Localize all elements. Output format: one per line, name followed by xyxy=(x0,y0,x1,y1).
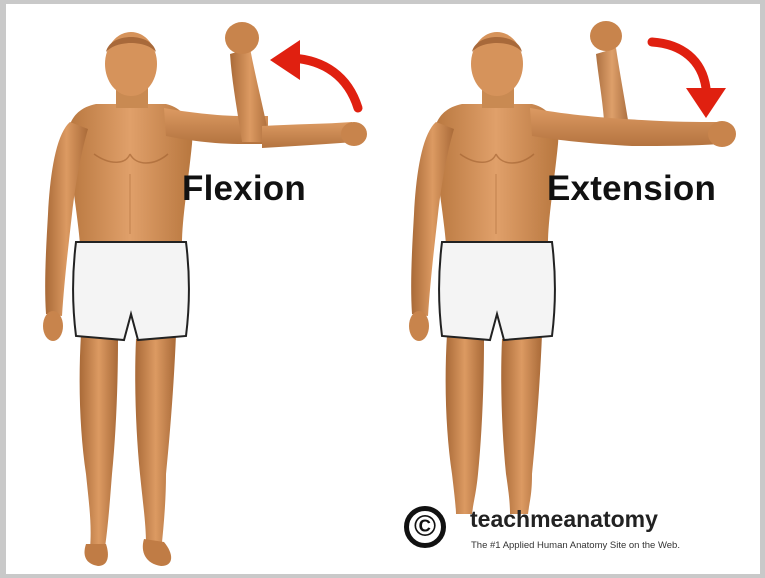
shorts xyxy=(439,242,555,340)
flexed-fist xyxy=(225,22,259,54)
extension-label: Extension xyxy=(547,169,716,209)
hanging-hand xyxy=(43,311,63,341)
flexion-label: Flexion xyxy=(182,169,306,209)
figure-extension xyxy=(409,21,736,514)
extension-arrow xyxy=(652,42,706,88)
right-leg xyxy=(135,334,176,552)
copyright-icon: © xyxy=(404,506,446,548)
right-leg xyxy=(501,334,542,514)
flexion-arrowhead xyxy=(270,40,300,80)
right-foot xyxy=(143,539,171,566)
left-foot xyxy=(85,544,108,566)
left-leg xyxy=(446,334,484,514)
anatomy-illustration xyxy=(6,4,760,574)
ghost-forearm xyxy=(262,122,354,148)
extended-fist xyxy=(708,121,736,147)
brand-tagline: The #1 Applied Human Anatomy Site on the… xyxy=(471,540,680,551)
diagram-canvas: Flexion Extension © teachmeanatomy The #… xyxy=(6,4,760,574)
extension-arrowhead xyxy=(686,88,726,118)
flexion-arrow xyxy=(292,58,358,108)
shorts xyxy=(73,242,189,340)
figure-flexion xyxy=(43,22,367,566)
left-leg xyxy=(80,334,118,554)
watermark: © teachmeanatomy The #1 Applied Human An… xyxy=(404,504,754,560)
ghost-forearm xyxy=(596,48,628,120)
hanging-hand xyxy=(409,311,429,341)
brand-name: teachmeanatomy xyxy=(470,506,658,533)
